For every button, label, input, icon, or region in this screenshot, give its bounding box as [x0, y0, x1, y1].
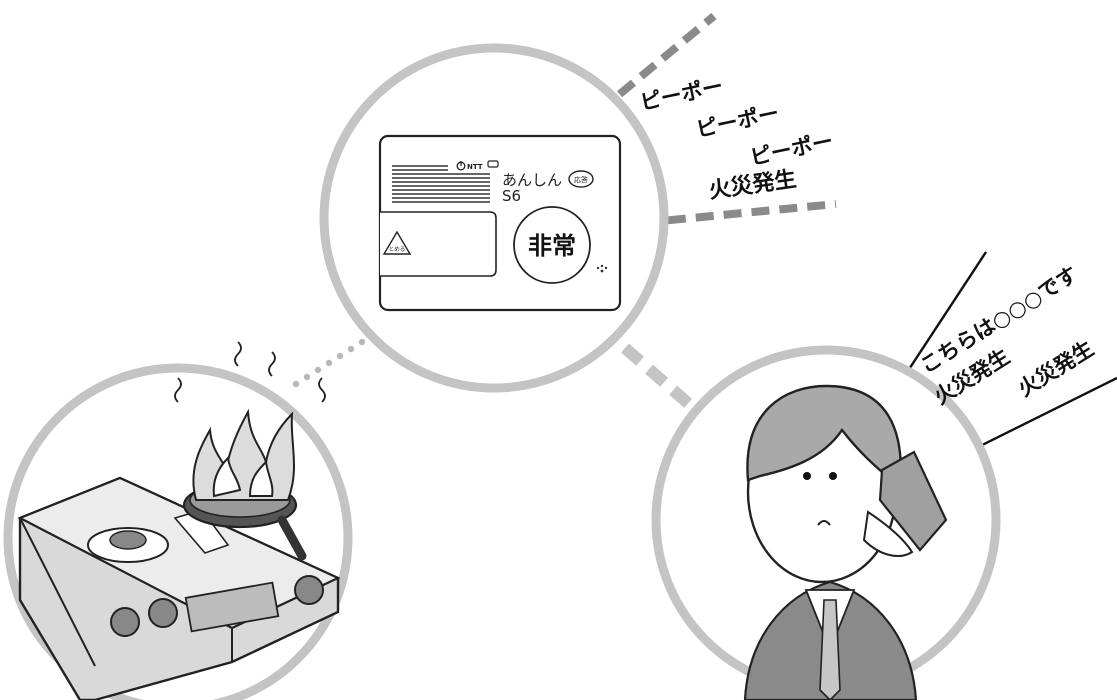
- answer-button[interactable]: 応答: [569, 171, 593, 187]
- device-model: S6: [502, 187, 521, 205]
- device-circle: NTT あんしん S6 応答 とめる 非常: [324, 48, 664, 388]
- stop-button-label: とめる: [389, 246, 406, 253]
- stove-knob-icon: [111, 608, 139, 636]
- stove-circle: [8, 342, 348, 700]
- stop-button[interactable]: とめる: [380, 212, 496, 276]
- phone-message-line3: 火災発生: [1014, 336, 1098, 401]
- emergency-button[interactable]: 非常: [514, 207, 590, 283]
- stove-knob-icon: [149, 599, 177, 627]
- connector-stove-device: [293, 339, 365, 387]
- connector-device-person: [625, 348, 690, 405]
- emergency-button-label: 非常: [528, 232, 576, 260]
- answer-button-label: 応答: [574, 175, 588, 184]
- sound-wave-lower: [640, 204, 836, 223]
- alarm-device: NTT あんしん S6 応答 とめる 非常: [380, 136, 620, 310]
- device-brand: NTT: [467, 163, 483, 171]
- alarm-sound-2: ピーポー: [694, 101, 781, 142]
- stove-knob-icon: [295, 576, 323, 604]
- alarm-sound-3: ピーポー: [748, 129, 835, 170]
- alarm-sound-1: ピーポー: [638, 74, 725, 115]
- alarm-message: 火災発生: [707, 167, 798, 204]
